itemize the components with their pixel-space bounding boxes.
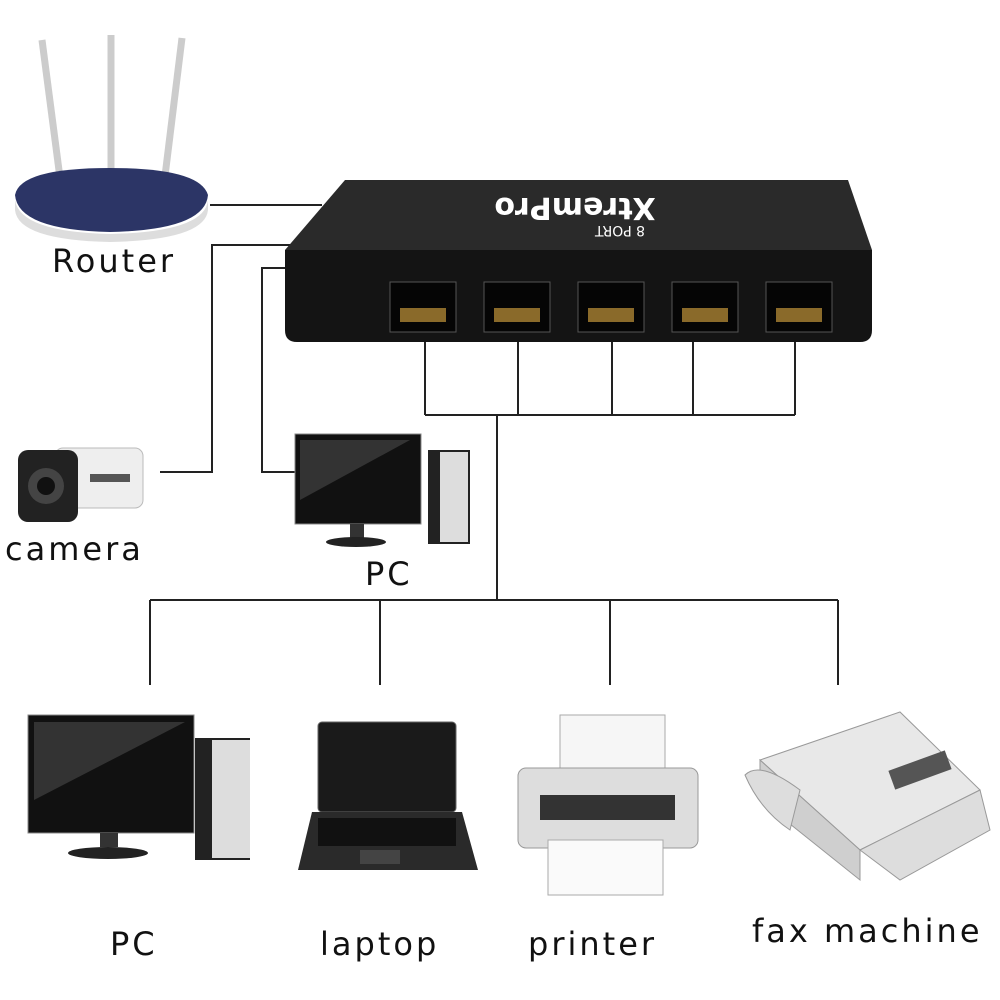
pc-lower-label: PC [110, 925, 158, 963]
svg-text:XtremPro: XtremPro [494, 190, 655, 225]
laptop-icon [298, 721, 478, 870]
ethernet-port [389, 281, 457, 333]
ethernet-port [483, 281, 551, 333]
port-pins [400, 308, 446, 322]
switch-ports [389, 281, 833, 333]
connection-lines [149, 204, 839, 685]
pc-upper-label: PC [365, 555, 413, 593]
printer-label: printer [528, 925, 658, 963]
ethernet-port [765, 281, 833, 333]
pc-lower-icon [27, 714, 250, 860]
router-label: Router [52, 242, 177, 280]
camera-link [160, 244, 292, 473]
fax-machine-icon [744, 711, 991, 882]
port-links [424, 340, 796, 416]
port-pins [494, 308, 540, 322]
router-icon [15, 35, 208, 242]
port-pins [682, 308, 728, 322]
pc-upper-icon [294, 433, 470, 547]
camera-icon [18, 447, 144, 522]
network-switch: XtremPro 8 PORT [285, 180, 872, 342]
fax-machine-label: fax machine [752, 912, 983, 950]
svg-text:8 PORT: 8 PORT [595, 222, 646, 238]
printer-icon [517, 714, 699, 896]
port-pins [588, 308, 634, 322]
device-branch-links [149, 599, 839, 685]
pc-upper-link [261, 267, 300, 473]
ethernet-port [577, 281, 645, 333]
laptop-label: laptop [320, 925, 440, 963]
switch-logo: XtremPro 8 PORT [494, 190, 655, 238]
ethernet-port [671, 281, 739, 333]
port-pins [776, 308, 822, 322]
camera-label: camera [5, 530, 144, 568]
